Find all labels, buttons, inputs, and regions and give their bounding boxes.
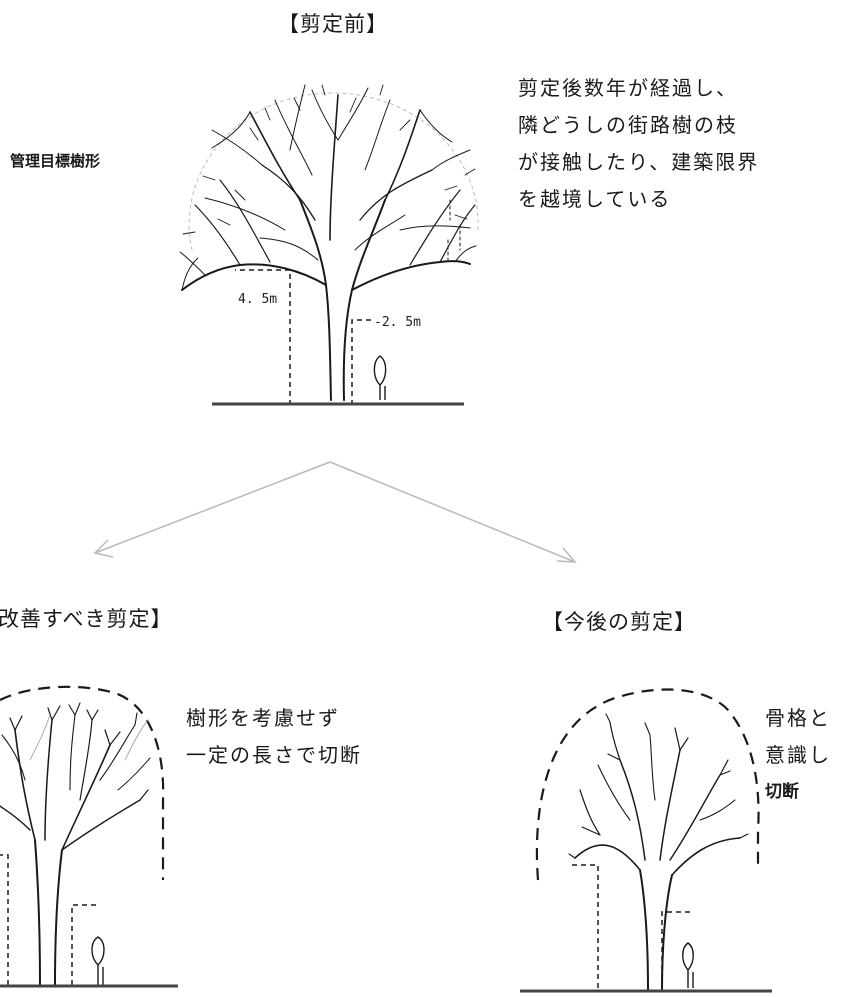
height-markers-bad [0,854,96,985]
description-line: 樹形を考慮せず [186,706,340,730]
person-icon [373,355,387,400]
description-future: 骨格と 意識し 切断 [765,700,831,811]
person-icon [91,936,105,985]
crown-outline-dashed [0,685,165,880]
description-bad: 樹形を考慮せず 一定の長さで切断 [186,700,362,774]
description-line: 隣どうしの街路樹の枝 [518,113,738,137]
title-before-pruning: 【剪定前】 [278,12,388,36]
height-label-right: -2. 5m [374,315,421,330]
description-line: 剪定後数年が経過し、 [518,76,738,100]
tree-bad-pruning [0,702,151,986]
description-line: 意識し [765,743,831,767]
description-line: 一定の長さで切断 [186,743,362,767]
title-bad-pruning: 改善すべき剪定】 [0,607,173,631]
description-before: 剪定後数年が経過し、 隣どうしの街路樹の枝 が接触したり、建築限界 を越境してい… [518,70,759,218]
tree-before-pruning [179,84,479,401]
description-line: を越境している [518,187,672,211]
description-line: 切断 [765,782,799,802]
branch-arrows [93,461,577,563]
title-future-pruning: 【今後の剪定】 [542,610,696,634]
tree-future-pruning [568,713,749,991]
label-management-target-shape: 管理目標樹形 [10,152,101,170]
description-line: が接触したり、建築限界 [518,150,760,174]
crown-outline-dashed [535,688,760,881]
person-icon [682,942,694,988]
height-markers-before [235,269,372,405]
description-line: 骨格と [765,706,831,730]
height-markers-future [568,864,690,988]
height-label-left: 4. 5m [238,292,277,307]
